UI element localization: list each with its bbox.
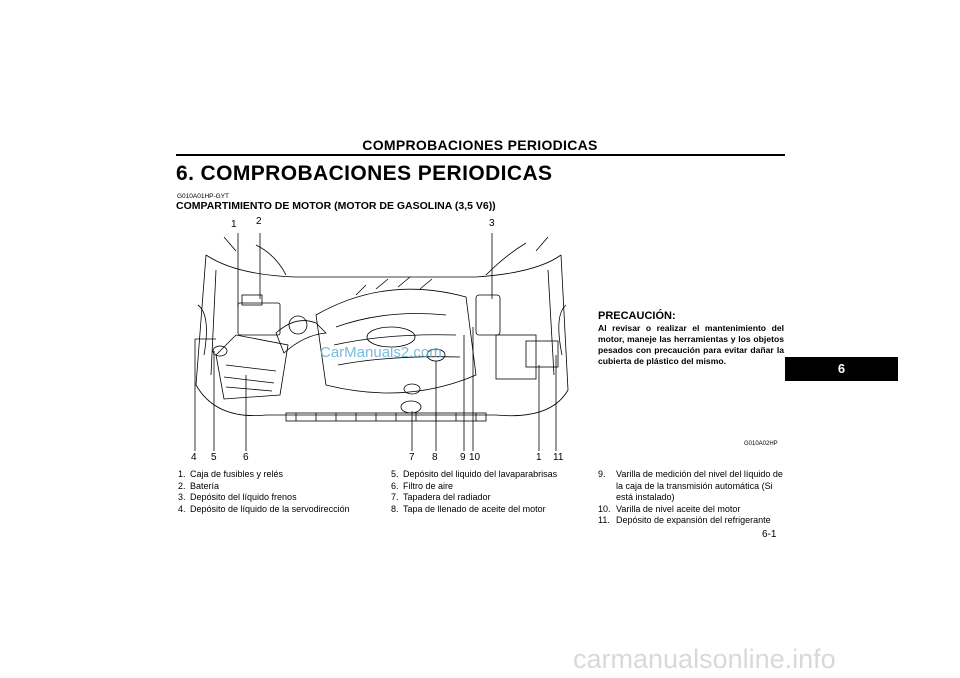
- engine-drawing: [194, 233, 569, 451]
- callout-2: 2: [256, 216, 262, 227]
- list-item: 9.Varilla de medición del nivel del líqu…: [598, 469, 783, 502]
- caution-box: PRECAUCIÓN: Al revisar o realizar el man…: [598, 310, 784, 367]
- callout-3: 3: [489, 218, 495, 229]
- callout-6: 6: [243, 452, 249, 463]
- list-item: 4.Depósito de líquido de la servodirecci…: [178, 503, 350, 514]
- section-ref-code: G010A01HP-GYT: [177, 193, 230, 200]
- callout-1-bottom: 1: [536, 452, 542, 463]
- chapter-title: 6. COMPROBACIONES PERIODICAS: [176, 162, 553, 185]
- legend-column-3: 9.Varilla de medición del nivel del líqu…: [598, 469, 788, 527]
- caution-title: PRECAUCIÓN:: [598, 310, 676, 322]
- running-header: COMPROBACIONES PERIODICAS: [362, 137, 598, 153]
- image-code: G010A02HP: [744, 441, 778, 447]
- callout-11: 11: [553, 452, 564, 463]
- callout-10: 10: [469, 452, 481, 463]
- diagram-watermark: CarManuals2.com: [320, 344, 442, 361]
- list-item: 2.Batería: [178, 480, 220, 491]
- callout-8: 8: [432, 452, 438, 463]
- callout-4: 4: [191, 452, 197, 463]
- list-item: 5.Depósito del liquido del lavaparabrisa…: [391, 469, 558, 479]
- footer-watermark: carmanualsonline.info: [573, 644, 836, 674]
- legend-column-1: 1.Caja de fusibles y relés 2.Batería 3.D…: [178, 469, 378, 515]
- chapter-tab-label: 6: [837, 361, 846, 376]
- list-item: 10.Varilla de nivel aceite del motor: [598, 503, 741, 514]
- engine-compartment-illustration: 1 2 3 4 5 6 7 8 9 10 1 11: [176, 215, 584, 473]
- callout-7: 7: [409, 452, 415, 463]
- list-item: 8.Tapa de llenado de aceite del motor: [391, 503, 546, 514]
- chapter-tab: 6: [785, 357, 898, 381]
- header-rule: [176, 154, 785, 156]
- section-heading: COMPARTIMIENTO DE MOTOR (MOTOR DE GASOLI…: [176, 200, 496, 212]
- list-item: 1.Caja de fusibles y relés: [178, 469, 284, 479]
- page-number: 6-1: [762, 529, 777, 540]
- list-item: 11.Depósito de expansión del refrigerant…: [598, 515, 771, 525]
- list-item: 3.Depósito del líquido frenos: [178, 492, 297, 502]
- caution-body: Al revisar o realizar el mantenimiento d…: [598, 323, 784, 366]
- legend-column-2: 5.Depósito del liquido del lavaparabrisa…: [391, 469, 581, 515]
- callout-9: 9: [460, 452, 466, 463]
- callout-5: 5: [211, 452, 217, 463]
- list-item: 7.Tapadera del radiador: [391, 492, 491, 502]
- list-item: 6.Filtro de aire: [391, 480, 454, 491]
- callout-1-top: 1: [231, 219, 237, 230]
